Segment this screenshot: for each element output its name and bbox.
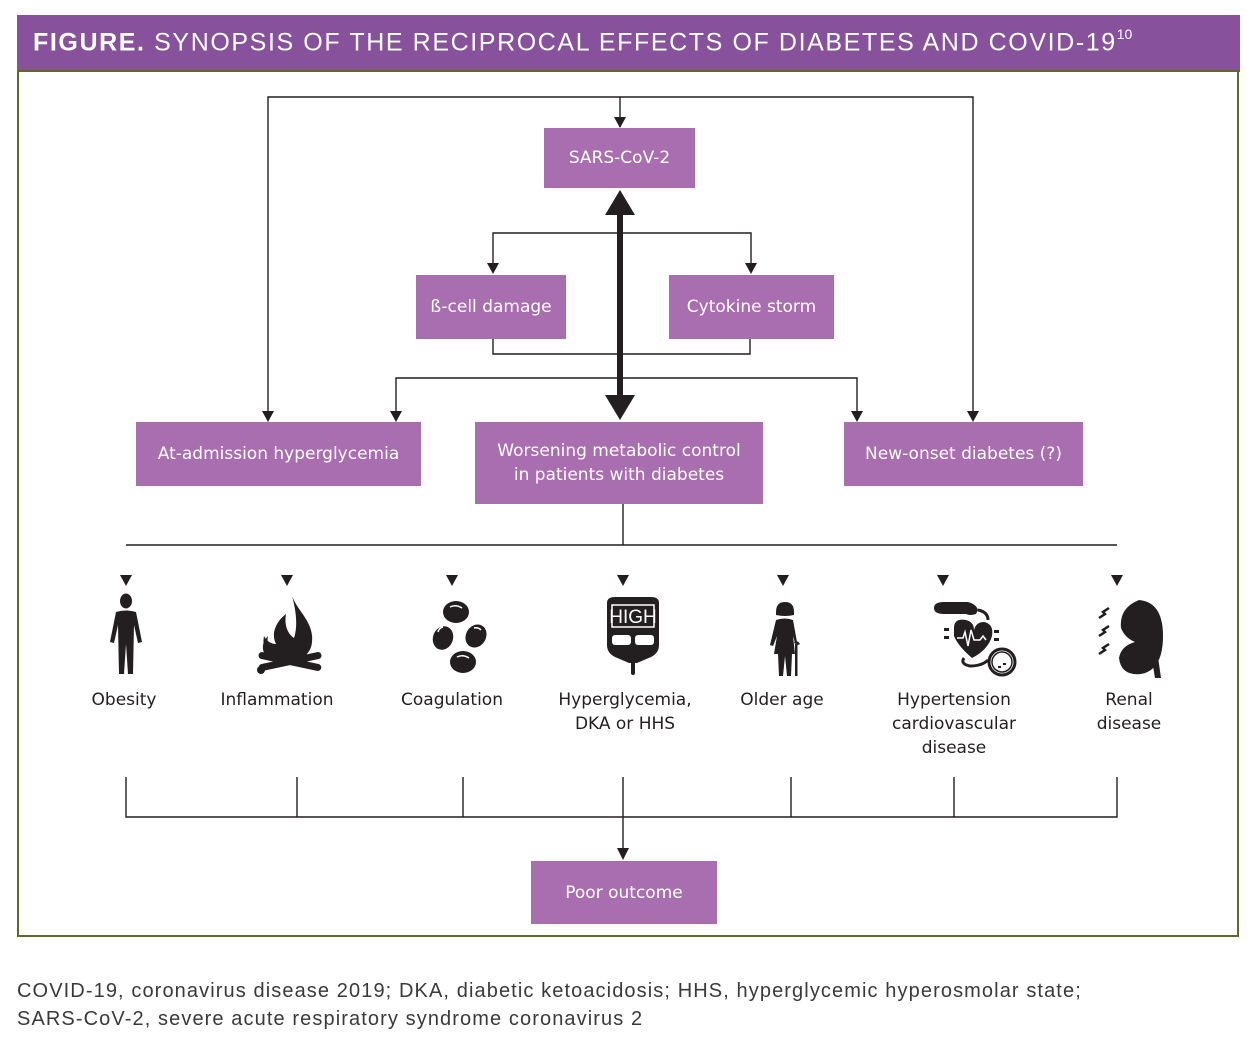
risk-factor-label-coagulation: Coagulation — [380, 688, 524, 712]
footnote-line-2: SARS-CoV-2, severe acute respiratory syn… — [17, 1008, 644, 1030]
risk-factor-renal-text-2: disease — [1096, 714, 1162, 734]
blood-pressure-heart-icon — [934, 602, 1017, 677]
arrowhead-hyperglycemia — [617, 575, 629, 586]
risk-factor-label-obesity: Obesity — [66, 688, 182, 712]
glucose-meter-icon: HIGH — [607, 597, 659, 675]
node-worsening-metabolic-control: Worsening metabolic control in patients … — [475, 422, 763, 504]
arrowhead-inflammation — [281, 575, 293, 586]
arrowhead-renal — [1111, 575, 1123, 586]
risk-factor-label-renal: Renal disease — [1074, 688, 1184, 736]
risk-factor-renal-text-1: Renal — [1105, 690, 1153, 710]
risk-factor-label-inflammation: Inflammation — [200, 688, 354, 712]
figure-title: FIGURE. SYNOPSIS OF THE RECIPROCAL EFFEC… — [33, 26, 1133, 57]
figure-header: FIGURE. SYNOPSIS OF THE RECIPROCAL EFFEC… — [17, 15, 1240, 72]
figure-footnote: COVID-19, coronavirus disease 2019; DKA,… — [17, 977, 1082, 1033]
bidirectional-arrow-head-up — [605, 190, 635, 215]
arrowhead-admission-left — [262, 411, 274, 422]
node-cytokine-storm-label: Cytokine storm — [686, 297, 817, 317]
node-poor-outcome-label: Poor outcome — [565, 882, 683, 903]
risk-factor-coagulation-text: Coagulation — [401, 690, 503, 710]
arrowhead-hypertension — [937, 575, 949, 586]
arrowhead-admission-right — [390, 411, 402, 422]
node-beta-cell-damage-label: ß-cell damage — [430, 297, 552, 317]
arrowhead-cytokine — [745, 263, 757, 274]
node-cytokine-storm: Cytokine storm — [669, 275, 834, 339]
node-worsening-line-1: Worsening metabolic control — [497, 441, 741, 461]
elderly-woman-icon — [770, 602, 800, 676]
figure-frame — [17, 15, 1239, 937]
risk-factor-inflammation-text: Inflammation — [220, 690, 334, 710]
arrowhead-outcome — [617, 848, 629, 860]
risk-factor-hypertension-text-2: cardiovascular — [892, 714, 1016, 734]
blood-cells-icon — [432, 601, 487, 673]
risk-factor-label-hypertension: Hypertension cardiovascular disease — [874, 688, 1034, 760]
risk-factor-hypertension-text-3: disease — [921, 738, 987, 758]
figure-title-lead: FIGURE. — [33, 28, 146, 57]
node-poor-outcome: Poor outcome — [531, 861, 717, 924]
campfire-icon — [257, 596, 322, 674]
figure-title-reference: 10 — [1116, 26, 1133, 42]
connector-mid-branch — [395, 377, 858, 417]
node-beta-cell-damage: ß-cell damage — [416, 275, 566, 339]
risk-factor-label-hyperglycemia: Hyperglycemia, DKA or HHS — [540, 688, 710, 736]
arrowhead-newonset-left — [851, 411, 863, 422]
figure-title-main: SYNOPSIS OF THE RECIPROCAL EFFECTS OF DI… — [154, 28, 1117, 57]
node-new-onset-diabetes: New-onset diabetes (?) — [844, 422, 1083, 486]
connector-outcome-bar — [125, 777, 1118, 818]
risk-factor-older-age-text: Older age — [740, 690, 824, 710]
footnote-line-1: COVID-19, coronavirus disease 2019; DKA,… — [17, 980, 1082, 1002]
node-new-onset-diabetes-label: New-onset diabetes (?) — [865, 444, 1062, 464]
kidney-icon — [1098, 600, 1163, 678]
risk-factor-hypertension-text-1: Hypertension — [897, 690, 1011, 710]
risk-factor-label-older-age: Older age — [720, 688, 844, 712]
person-icon — [110, 593, 142, 674]
arrowhead-obesity — [120, 575, 132, 586]
arrowhead-newonset-right — [967, 411, 979, 422]
risk-factor-obesity-text: Obesity — [91, 690, 157, 710]
arrowhead-beta — [487, 263, 499, 274]
bidirectional-arrow-shaft — [617, 210, 623, 402]
node-worsening-line-2: in patients with diabetes — [513, 465, 725, 485]
node-sars-cov-2: SARS-CoV-2 — [544, 128, 695, 188]
bidirectional-arrow-head-down — [605, 395, 635, 420]
arrowhead-coagulation — [446, 575, 458, 586]
arrowhead-older-age — [777, 575, 789, 586]
risk-factor-hyperglycemia-text-1: Hyperglycemia, — [558, 690, 692, 710]
risk-factor-hyperglycemia-text-2: DKA or HHS — [574, 714, 676, 734]
glucose-meter-reading: HIGH — [609, 607, 657, 628]
arrowhead-sars — [614, 117, 626, 128]
node-sars-cov-2-label: SARS-CoV-2 — [568, 148, 671, 168]
node-at-admission-hyperglycemia: At-admission hyperglycemia — [136, 422, 421, 486]
node-at-admission-hyperglycemia-label: At-admission hyperglycemia — [157, 444, 400, 464]
